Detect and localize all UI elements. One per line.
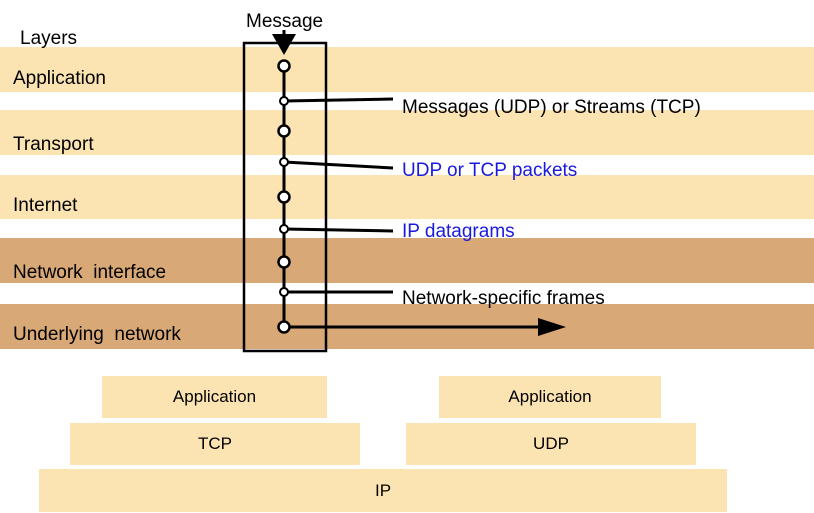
layer-band-application <box>0 47 814 92</box>
layer-label-network-interface: Network interface <box>13 262 167 283</box>
layer-node <box>277 320 291 334</box>
layer-label-underlying-network: Underlying network <box>13 324 181 345</box>
layer-label-transport: Transport <box>13 134 94 155</box>
annotation-messages: Messages (UDP) or Streams (TCP) <box>402 97 701 118</box>
boundary-node <box>279 224 289 234</box>
transmission-arrowhead <box>538 318 566 336</box>
annotation-leader-messages <box>283 97 394 103</box>
message-arrowhead <box>272 34 296 55</box>
layer-band-network-interface <box>0 238 814 283</box>
layer-node <box>277 190 291 204</box>
stack-tcp: TCP <box>70 423 360 465</box>
layer-node <box>277 255 291 269</box>
layer-band-transport <box>0 110 814 155</box>
stack-udp: UDP <box>406 423 696 465</box>
layers-title: Layers <box>20 28 78 49</box>
boundary-node <box>279 157 289 167</box>
annotation-leader-ip-datagrams <box>283 227 394 233</box>
annotation-network-frames: Network-specific frames <box>402 288 605 309</box>
layer-band-internet <box>0 175 814 219</box>
stack-application-right: Application <box>439 376 661 418</box>
layer-node <box>277 59 291 73</box>
annotation-udp-tcp-packets: UDP or TCP packets <box>402 160 578 181</box>
stack-ip: IP <box>39 469 727 512</box>
layer-label-application: Application <box>13 68 106 89</box>
message-title: Message <box>246 11 324 32</box>
boundary-node <box>279 287 289 297</box>
boundary-node <box>279 96 289 106</box>
layer-label-internet: Internet <box>13 195 78 216</box>
layer-node <box>277 124 291 138</box>
annotation-leader-udp-tcp-packets <box>283 160 394 170</box>
stack-application-left: Application <box>102 376 327 418</box>
annotation-ip-datagrams: IP datagrams <box>402 221 515 242</box>
